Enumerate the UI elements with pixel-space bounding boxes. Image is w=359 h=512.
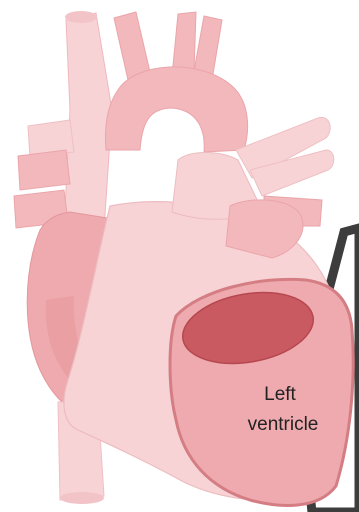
aortic-arch <box>106 67 248 152</box>
inferior-vena-cava-opening <box>60 492 104 504</box>
right-pulmonary-vein-middle <box>18 150 70 190</box>
superior-vena-cava <box>64 13 112 230</box>
superior-vena-cava-opening <box>65 11 97 23</box>
brachiocephalic-artery <box>114 12 150 80</box>
left-ventricle-label-line2: ventricle <box>248 414 319 435</box>
left-ventricle-label-line1: Left <box>264 384 296 405</box>
